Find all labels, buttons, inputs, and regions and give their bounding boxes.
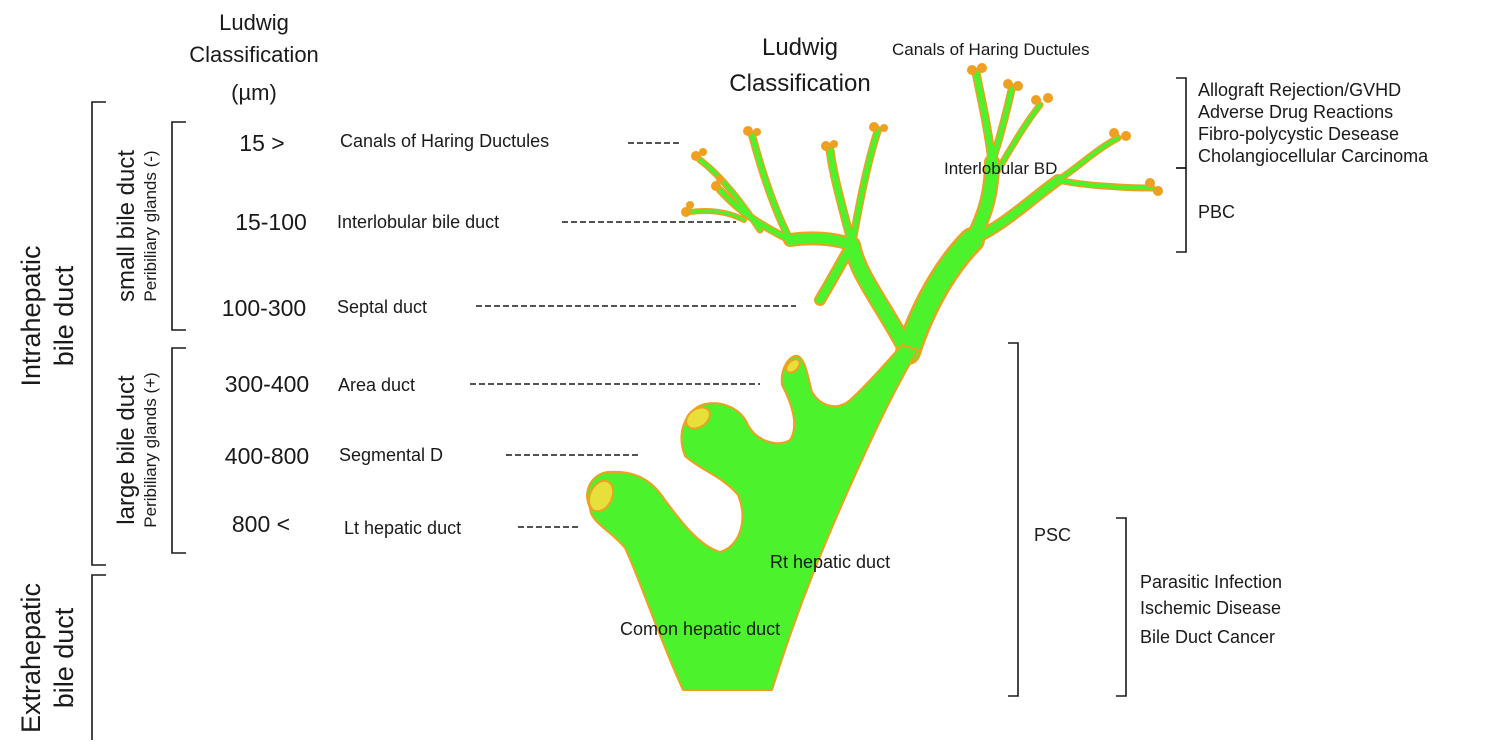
small-duct-bracket bbox=[172, 122, 186, 330]
rt-hepatic-duct-label: Rt hepatic duct bbox=[770, 552, 890, 572]
row-size: 300-400 bbox=[225, 371, 309, 397]
row-size: 400-800 bbox=[225, 443, 309, 469]
extrahepatic-label-line2: bile duct bbox=[49, 607, 79, 708]
extrahepatic-label-line1: Extrahepatic bbox=[16, 583, 46, 733]
bile-duct-tree bbox=[584, 63, 1163, 690]
tree-title-line1: Ludwig bbox=[762, 34, 838, 61]
disease-cholangiocellular: Cholangiocellular Carcinoma bbox=[1198, 146, 1429, 166]
disease-pbc: PBC bbox=[1198, 202, 1235, 222]
interlobular-bd-label: Interlobular BD bbox=[944, 159, 1057, 178]
left-classification-header: Ludwig Classification (µm) bbox=[189, 10, 319, 105]
duct-branches bbox=[690, 72, 1152, 352]
small-duct-label: small bile duct bbox=[113, 150, 140, 302]
intrahepatic-label-line1: Intrahepatic bbox=[16, 245, 46, 386]
row-name: Lt hepatic duct bbox=[344, 518, 461, 538]
row-name: Area duct bbox=[338, 375, 415, 395]
classification-rows: 15 > Canals of Haring Ductules 15-100 In… bbox=[222, 130, 796, 538]
psc-bracket bbox=[1008, 343, 1018, 696]
row-size: 100-300 bbox=[222, 295, 306, 321]
disease-psc: PSC bbox=[1034, 525, 1071, 545]
pbc-bracket bbox=[1176, 168, 1186, 252]
row-size: 15 > bbox=[239, 130, 284, 156]
disease-parasitic: Parasitic Infection bbox=[1140, 572, 1282, 592]
intrahepatic-bracket bbox=[92, 102, 106, 565]
allograft-group-bracket bbox=[1176, 78, 1186, 168]
row-name: Interlobular bile duct bbox=[337, 212, 499, 232]
tree-title-line2: Classification bbox=[729, 70, 870, 97]
branch-fills bbox=[690, 72, 1152, 352]
row-name: Canals of Haring Ductules bbox=[340, 131, 549, 151]
large-duct-bracket bbox=[172, 348, 186, 553]
large-duct-gland-label: Peribiliary glands (+) bbox=[141, 372, 160, 527]
disease-labels: Allograft Rejection/GVHD Adverse Drug Re… bbox=[1034, 80, 1429, 647]
row-name: Segmental D bbox=[339, 445, 443, 465]
disease-allograft: Allograft Rejection/GVHD bbox=[1198, 80, 1401, 100]
row-size: 15-100 bbox=[235, 209, 307, 235]
disease-fibro-polycystic: Fibro-polycystic Desease bbox=[1198, 124, 1399, 144]
left-header-line3: (µm) bbox=[231, 80, 277, 105]
secondary-group-bracket bbox=[1116, 518, 1126, 696]
small-duct-gland-label: Peribiliary glands (-) bbox=[141, 150, 160, 301]
left-header-line1: Ludwig bbox=[219, 10, 289, 35]
common-hepatic-duct-label: Comon hepatic duct bbox=[620, 619, 780, 639]
disease-ischemic: Ischemic Disease bbox=[1140, 598, 1281, 618]
row-size: 800 < bbox=[232, 511, 290, 537]
large-duct-label: large bile duct bbox=[113, 375, 140, 525]
left-header-line2: Classification bbox=[189, 42, 319, 67]
extrahepatic-bracket bbox=[92, 575, 106, 740]
canals-label: Canals of Haring Ductules bbox=[892, 40, 1089, 59]
disease-bile-duct-cancer: Bile Duct Cancer bbox=[1140, 627, 1275, 647]
disease-adverse-drug: Adverse Drug Reactions bbox=[1198, 102, 1393, 122]
row-name: Septal duct bbox=[337, 297, 427, 317]
region-labels: Intrahepatic bile duct Extrahepatic bile… bbox=[16, 150, 160, 733]
intrahepatic-label-line2: bile duct bbox=[49, 265, 79, 366]
